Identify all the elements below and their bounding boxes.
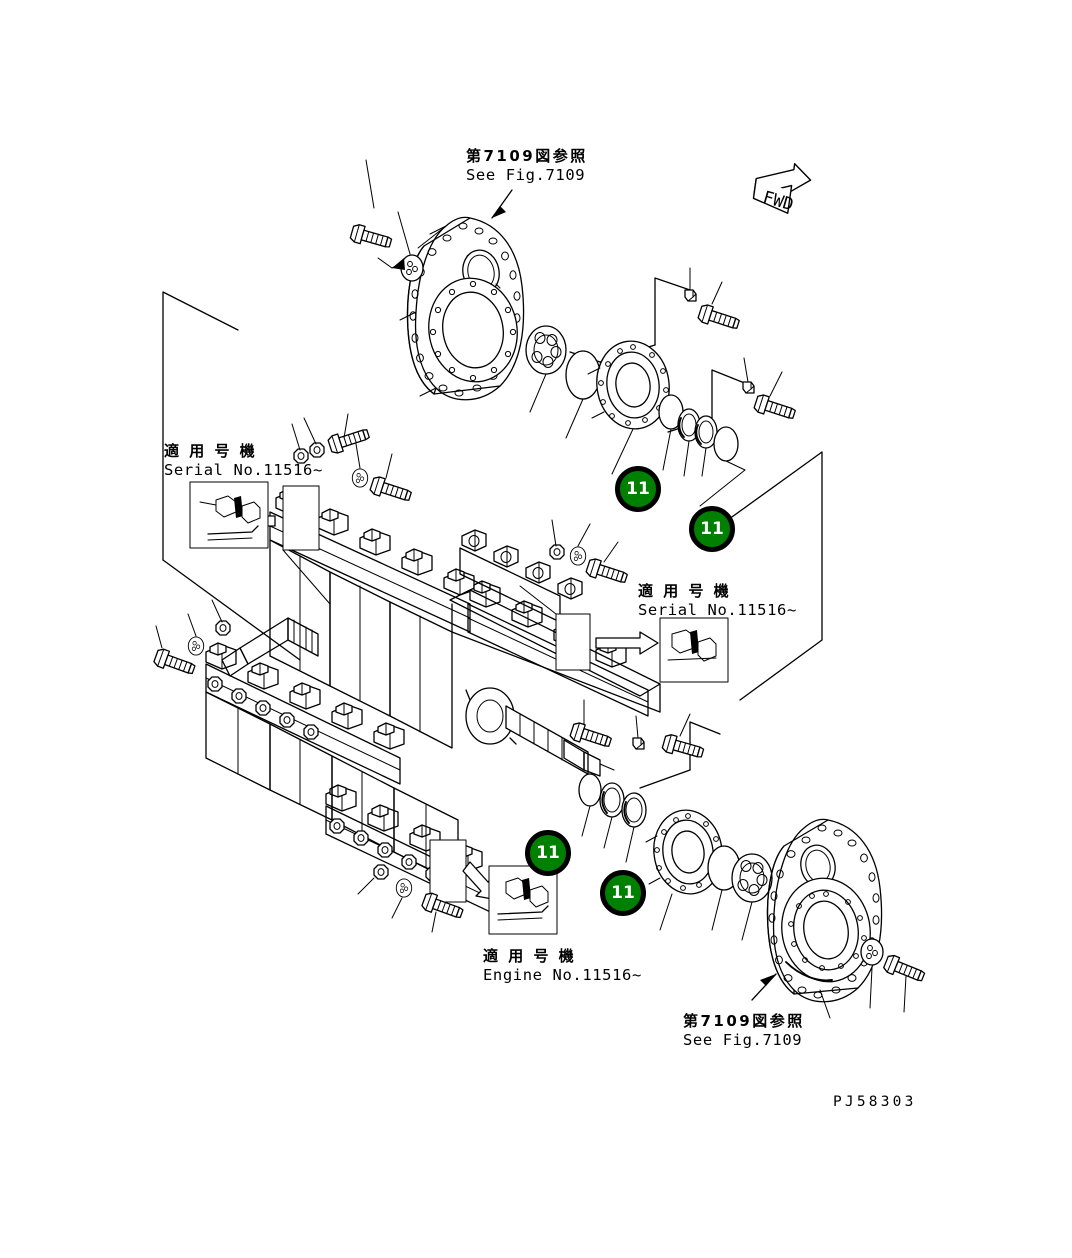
roller-bearing-upper [525, 325, 567, 375]
dowel-lower-1 [632, 737, 645, 750]
washer-center-1 [569, 546, 587, 566]
serial-note-right-jp: 適 用 号 機 [638, 582, 732, 600]
washer-left-1 [187, 636, 205, 656]
coupling-flange-upper [587, 340, 670, 430]
callout-11-lower-right[interactable]: 11 [600, 870, 646, 916]
fig-ref-top-en: See Fig.7109 [466, 166, 586, 184]
washer-lower-1 [860, 938, 884, 966]
nut-left-1 [215, 620, 231, 636]
serial-note-left-jp: 適 用 号 機 [164, 442, 258, 460]
seal-ring-lower-a [578, 773, 602, 807]
serial-note-left-en: Serial No.11516~ [164, 461, 323, 479]
detail-inset-right-content [667, 629, 717, 662]
fig-ref-bottom-en: See Fig.7109 [683, 1031, 803, 1049]
detail-inset-bottom-content [497, 877, 549, 921]
snap-ring-lower-b [621, 792, 647, 828]
fwd-orientation-marker: FWD [752, 163, 812, 215]
serial-note-right-en: Serial No.11516~ [638, 601, 797, 619]
drawing-number: PJ58303 [833, 1094, 917, 1110]
fig-ref-top-jp: 第7109図参照 [466, 147, 588, 165]
seal-ring-b [713, 426, 739, 462]
detail-inset-left-content [199, 495, 261, 541]
flywheel-housing-upper [399, 216, 525, 401]
callout-11-upper-left[interactable]: 11 [615, 466, 661, 512]
flywheel-housing-lower [766, 818, 883, 1003]
seal-ring-upper [565, 350, 601, 400]
callout-11-lower-left[interactable]: 11 [525, 830, 571, 876]
fig-ref-bottom-jp: 第7109図参照 [683, 1012, 805, 1030]
washer-bottom-1 [395, 878, 413, 898]
dowel-upper-2 [742, 381, 755, 394]
nut-top-1 [309, 442, 325, 458]
dowel-upper-1 [684, 289, 697, 302]
snap-ring-lower-a [599, 782, 625, 818]
washer-top-1 [351, 468, 369, 488]
engine-note-en: Engine No.11516~ [483, 966, 642, 984]
nut-bottom-1 [373, 864, 389, 880]
callout-11-upper-right[interactable]: 11 [689, 506, 735, 552]
nut-center-1 [549, 544, 565, 560]
roller-bearing-lower [731, 853, 773, 903]
engine-note-jp: 適 用 号 機 [483, 947, 577, 965]
